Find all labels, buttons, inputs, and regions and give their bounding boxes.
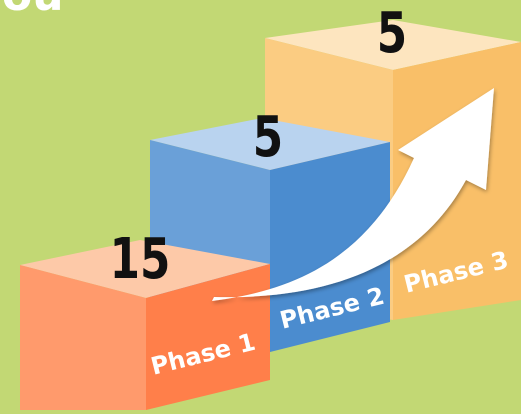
step-1-block <box>20 240 270 410</box>
step-2-top-face <box>150 118 390 170</box>
step-3-value: 5 <box>377 0 407 65</box>
step-2-side-face <box>270 142 390 352</box>
step-1-side-face <box>146 264 270 410</box>
step-2-value: 5 <box>253 104 283 170</box>
step-1-value: 15 <box>110 226 171 292</box>
partial-heading: ou <box>2 0 64 21</box>
step-3-top-face <box>265 20 521 70</box>
step-1-front-face <box>20 265 146 410</box>
growth-arrow-icon <box>212 88 494 301</box>
step-1-top-face <box>20 240 270 298</box>
